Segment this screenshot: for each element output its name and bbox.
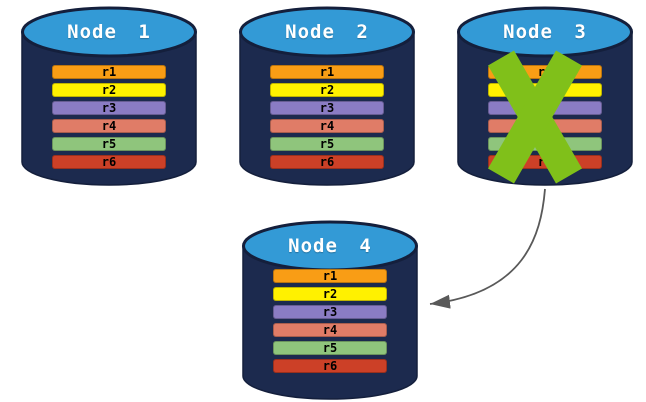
replica-row-r4: r4 <box>270 119 384 133</box>
replica-row-r1: r1 <box>273 269 387 283</box>
replica-row-r5: r5 <box>273 341 387 355</box>
replica-row-r6: r6 <box>273 359 387 373</box>
replica-row-r3: r3 <box>273 305 387 319</box>
replica-row-r3: r3 <box>52 101 166 115</box>
node-title: Node 1 <box>67 21 151 43</box>
replica-row-r6: r6 <box>270 155 384 169</box>
replica-row-r4: r4 <box>273 323 387 337</box>
node-2: Node 2 r1 r2 r3 r4 r5 r6 <box>239 2 415 186</box>
replica-row-r6: r6 <box>52 155 166 169</box>
replica-row-r5: r5 <box>52 137 166 151</box>
node-1: Node 1 r1 r2 r3 r4 r5 r6 <box>21 2 197 186</box>
replica-row-r5: r5 <box>270 137 384 151</box>
replica-row-r3: r3 <box>270 101 384 115</box>
replica-row-r2: r2 <box>52 83 166 97</box>
node-title: Node 4 <box>288 235 372 257</box>
replica-row-r2: r2 <box>270 83 384 97</box>
green-x-icon <box>488 50 582 184</box>
node-title: Node 2 <box>285 21 369 43</box>
replica-rows: r1 r2 r3 r4 r5 r6 <box>273 269 387 377</box>
replica-row-r4: r4 <box>52 119 166 133</box>
node-title: Node 3 <box>503 21 587 43</box>
replica-row-r1: r1 <box>270 65 384 79</box>
replica-rows: r1 r2 r3 r4 r5 r6 <box>52 65 166 173</box>
replica-rows: r1 r2 r3 r4 r5 r6 <box>270 65 384 173</box>
replica-row-r2: r2 <box>273 287 387 301</box>
replica-row-r1: r1 <box>52 65 166 79</box>
node-4: Node 4 r1 r2 r3 r4 r5 r6 <box>242 216 418 400</box>
